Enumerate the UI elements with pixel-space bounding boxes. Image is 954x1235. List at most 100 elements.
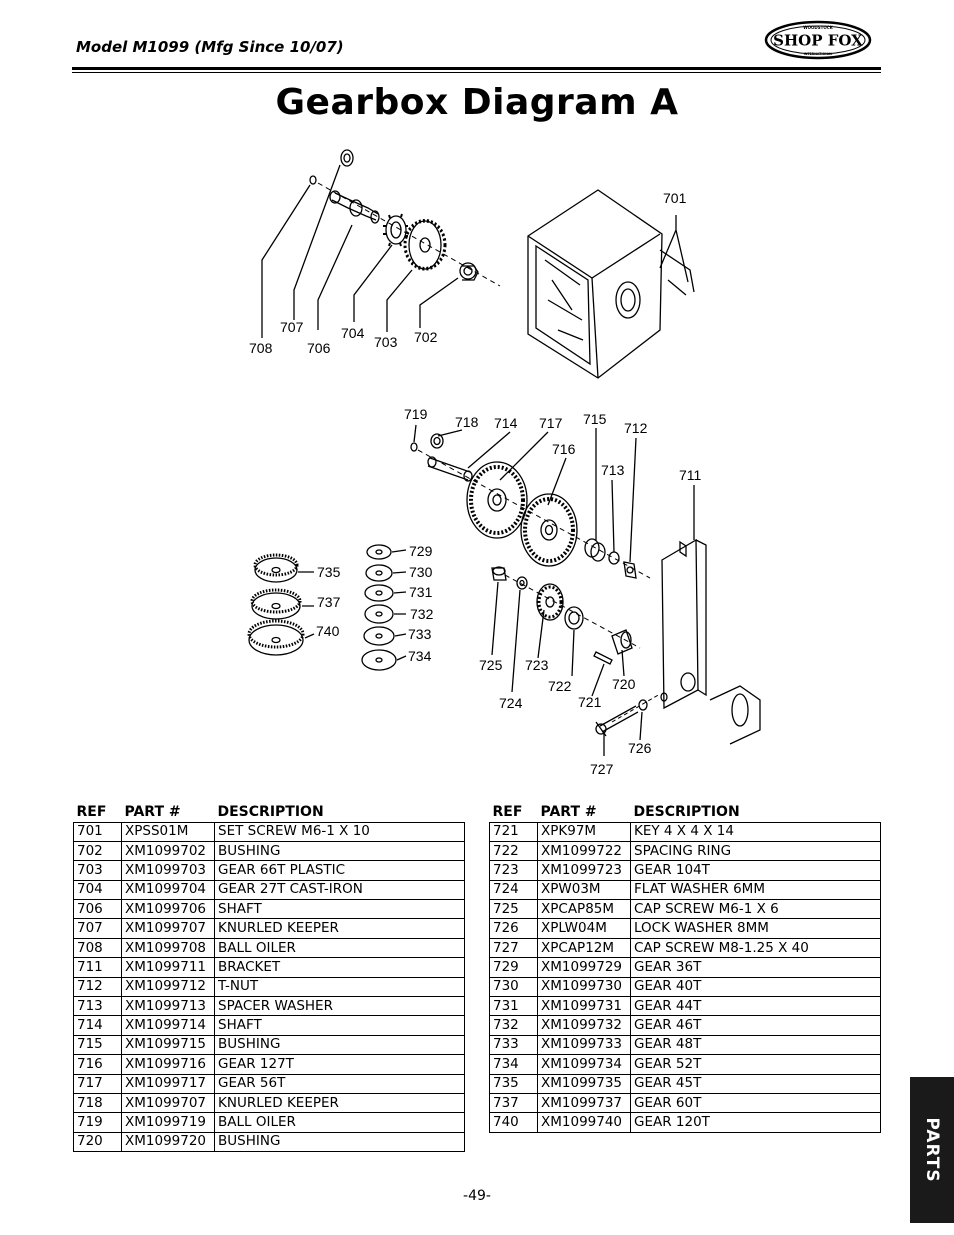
part-number-cell: XM1099730	[537, 976, 631, 998]
gear-716	[466, 461, 528, 539]
description-cell: KNURLED KEEPER	[214, 1092, 465, 1114]
ref-cell: 740	[489, 1112, 538, 1133]
ref-cell: 714	[73, 1015, 122, 1036]
part-number-cell: XM1099717	[121, 1073, 215, 1094]
ref-cell: 703	[73, 860, 122, 881]
description-cell: T-NUT	[214, 976, 465, 998]
callout-727: 727	[590, 761, 614, 777]
ref-cell: 723	[489, 860, 538, 881]
description-cell: SHAFT	[214, 1015, 465, 1036]
callout-711: 711	[679, 467, 702, 483]
gear-717	[520, 493, 578, 567]
part-number-cell: XM1099729	[537, 957, 631, 978]
callout-717: 717	[539, 415, 563, 431]
description-cell: GEAR 36T	[630, 957, 881, 978]
ref-cell: 720	[73, 1131, 122, 1153]
description-cell: FLAT WASHER 6MM	[630, 879, 881, 901]
description-cell: GEAR 45T	[630, 1073, 881, 1094]
description-cell: GEAR 44T	[630, 996, 881, 1017]
ref-cell: 733	[489, 1034, 538, 1056]
col-description-header: DESCRIPTION	[217, 803, 324, 820]
description-cell: BUSHING	[214, 1131, 465, 1153]
ref-cell: 717	[73, 1073, 122, 1094]
description-cell: GEAR 27T CAST-IRON	[214, 879, 465, 901]
col-ref-header: REF	[492, 803, 523, 820]
table-header-row: REF PART # DESCRIPTION	[490, 800, 881, 822]
callout-712: 712	[624, 420, 648, 436]
bushing-702	[459, 262, 479, 281]
cap-screw-725	[491, 566, 507, 581]
part-number-cell: XM1099706	[121, 899, 215, 920]
ref-cell: 707	[73, 918, 122, 939]
part-number-cell: XM1099720	[121, 1131, 215, 1153]
callout-730: 730	[409, 564, 433, 580]
description-cell: CAP SCREW M8-1.25 X 40	[630, 937, 881, 959]
parts-tab-label: PARTS	[922, 1117, 942, 1183]
part-number-cell: XM1099707	[121, 918, 215, 939]
lock-washer-726	[638, 699, 648, 711]
gear-723	[536, 583, 564, 621]
callout-716: 716	[552, 441, 576, 457]
callout-733: 733	[408, 626, 432, 642]
ref-cell: 704	[73, 879, 122, 901]
gearbox-housing-701	[527, 189, 695, 379]
callout-729: 729	[409, 543, 433, 559]
ref-cell: 719	[73, 1112, 122, 1133]
ref-cell: 715	[73, 1034, 122, 1056]
part-number-cell: XM1099723	[537, 860, 631, 881]
description-cell: BALL OILER	[214, 1112, 465, 1133]
part-number-cell: XM1099733	[537, 1034, 631, 1056]
description-cell: SHAFT	[214, 899, 465, 920]
part-number-cell: XM1099716	[121, 1054, 215, 1075]
callout-708: 708	[249, 340, 273, 356]
callout-735: 735	[317, 564, 341, 580]
part-number-cell: XPK97M	[537, 821, 631, 842]
callout-706: 706	[307, 340, 331, 356]
col-part-header: PART #	[540, 803, 597, 820]
ref-cell: 722	[489, 840, 538, 862]
shaft-706	[329, 190, 380, 224]
ref-cell: 718	[73, 1092, 122, 1114]
callout-726: 726	[628, 740, 652, 756]
callout-737: 737	[317, 594, 341, 610]
table-header-row: REF PART # DESCRIPTION	[74, 800, 465, 822]
ref-cell: 726	[489, 918, 538, 939]
callout-723: 723	[525, 657, 549, 673]
part-number-cell: XM1099713	[121, 996, 215, 1017]
part-number-cell: XM1099719	[121, 1112, 215, 1133]
part-number-cell: XM1099715	[121, 1034, 215, 1056]
page-number: -49-	[463, 1188, 491, 1204]
ref-cell: 701	[73, 821, 122, 842]
ref-cell: 725	[489, 899, 538, 920]
ref-cell: 711	[73, 957, 122, 978]
ref-cell: 724	[489, 879, 538, 901]
description-cell: BUSHING	[214, 1034, 465, 1056]
callout-720: 720	[612, 676, 636, 692]
ball-oiler-719	[410, 442, 418, 452]
gear-704	[383, 213, 408, 247]
description-cell: GEAR 56T	[214, 1073, 465, 1094]
